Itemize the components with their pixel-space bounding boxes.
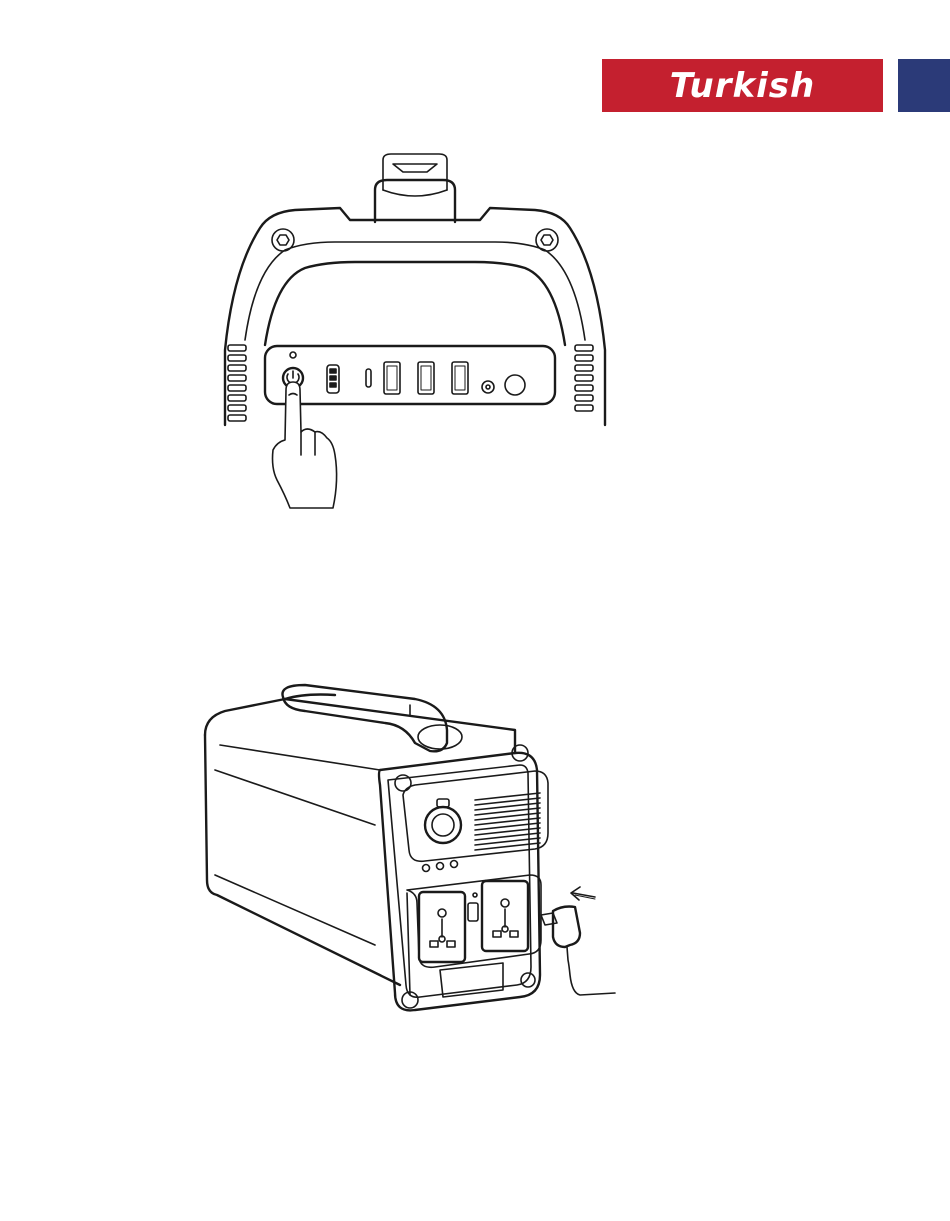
- power-button-illustration: [215, 150, 615, 515]
- side-tab: [898, 59, 950, 112]
- language-label: Turkish: [670, 66, 816, 106]
- charging-illustration: [185, 675, 625, 1020]
- language-tab: Turkish: [602, 59, 883, 112]
